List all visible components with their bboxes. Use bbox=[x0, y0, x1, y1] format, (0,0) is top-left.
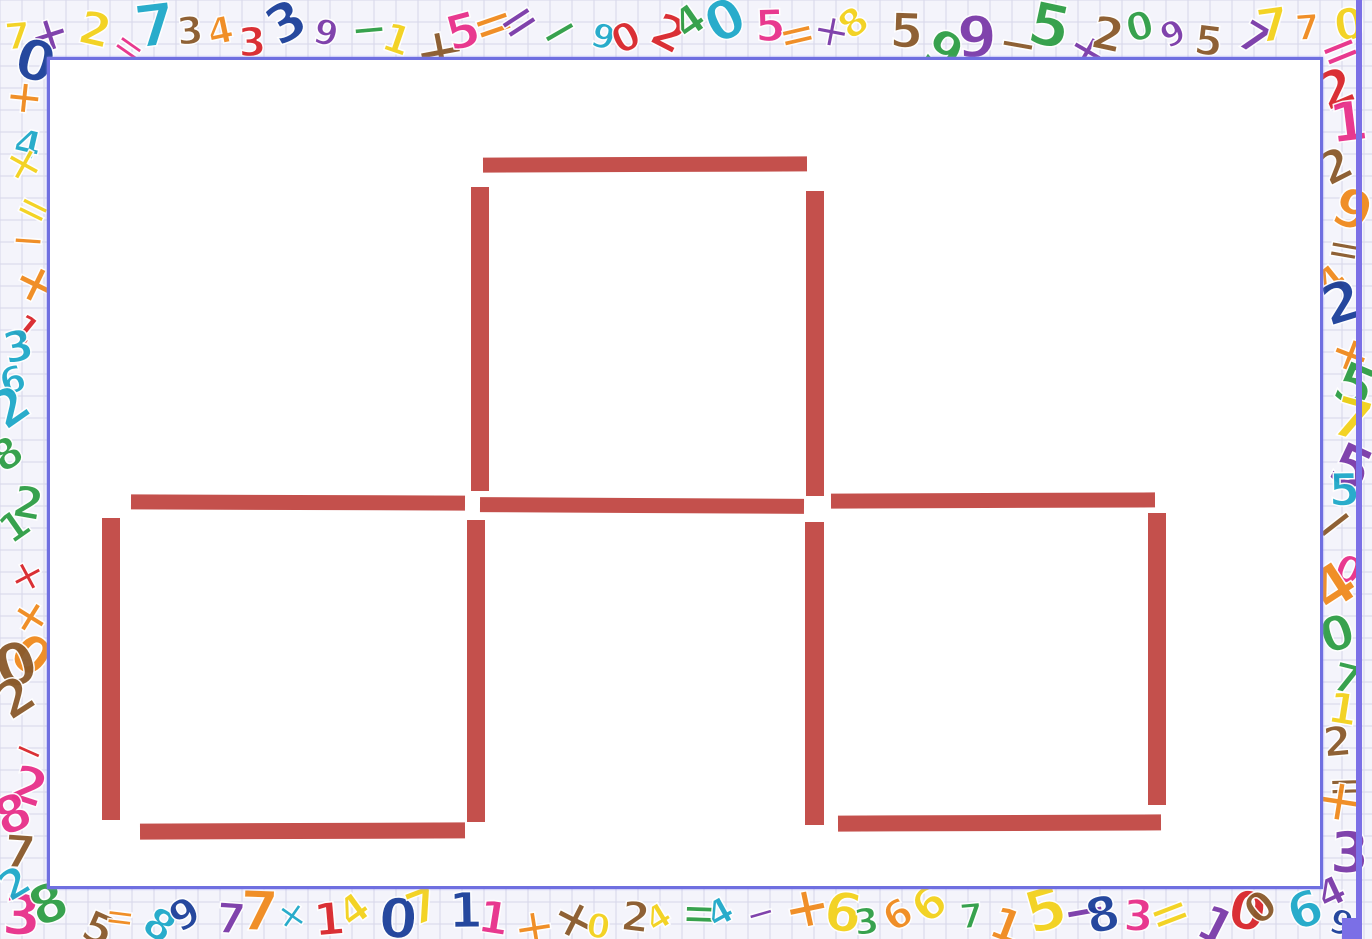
matchstick-right-square-bottom[interactable] bbox=[838, 814, 1161, 831]
decorative-number-glyph: 5 bbox=[889, 3, 924, 60]
matchstick-left-square-right[interactable] bbox=[467, 520, 485, 822]
decorative-number-glyph: = bbox=[102, 894, 138, 939]
decorative-number-glyph: + bbox=[2, 68, 47, 127]
decorative-number-glyph: 7 bbox=[1253, 0, 1292, 54]
decorative-number-glyph: 2 bbox=[1321, 717, 1354, 767]
matchstick-right-square-right[interactable] bbox=[1148, 513, 1166, 805]
frame-corner bbox=[1342, 918, 1362, 939]
matchstick-left-square-top[interactable] bbox=[131, 494, 465, 510]
decorative-number-glyph: 7 bbox=[131, 0, 179, 62]
matchstick-top-square-left[interactable] bbox=[471, 187, 489, 491]
matchstick-left-square-left[interactable] bbox=[102, 518, 120, 820]
decorative-number-glyph: 7 bbox=[958, 896, 985, 938]
matchstick-top-square-top[interactable] bbox=[483, 156, 807, 172]
puzzle-board bbox=[47, 57, 1323, 889]
matchstick-left-square-bottom[interactable] bbox=[140, 822, 465, 839]
matchstick-top-square-right[interactable] bbox=[806, 191, 824, 496]
decorative-number-glyph: 3 bbox=[175, 8, 205, 54]
matchstick-right-square-left[interactable] bbox=[805, 522, 824, 825]
matchstick-middle-shared[interactable] bbox=[480, 497, 804, 514]
matchstick-right-square-top[interactable] bbox=[831, 492, 1155, 508]
frame-right-edge bbox=[1356, 0, 1362, 939]
